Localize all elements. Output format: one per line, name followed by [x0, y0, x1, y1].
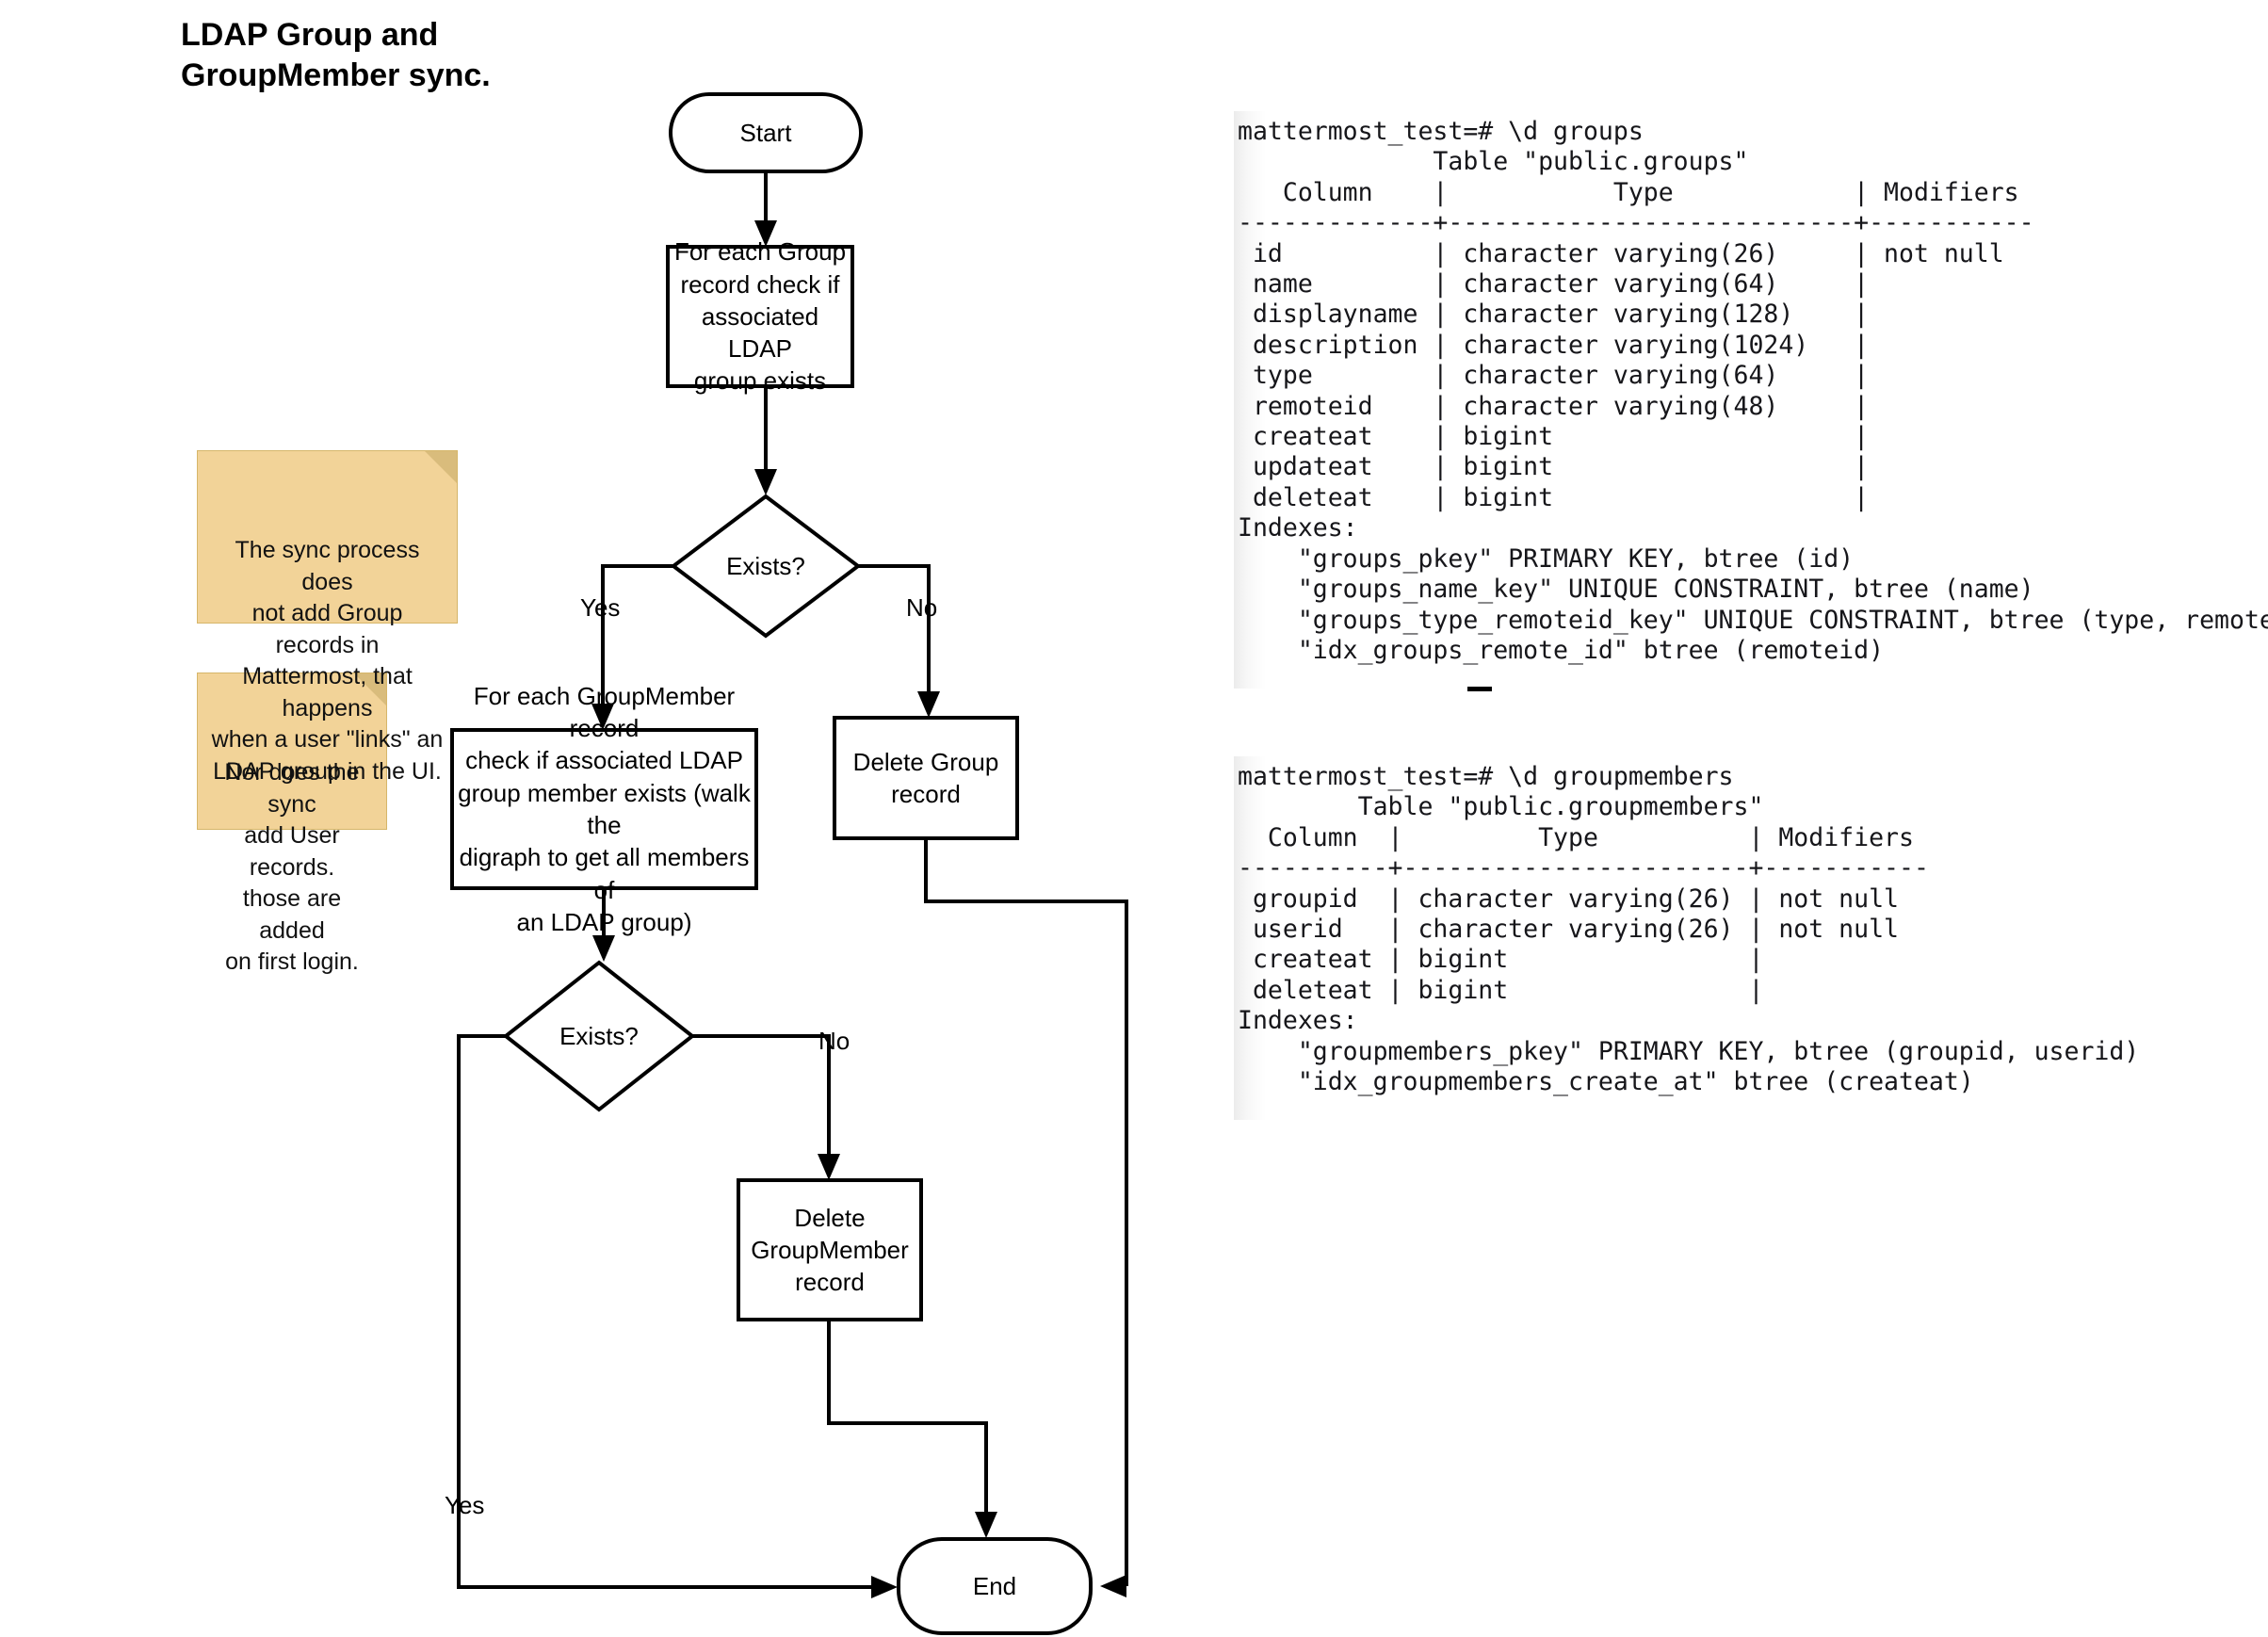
node-end-shape[interactable]: [897, 1537, 1093, 1635]
edge-exists-group-no: [858, 564, 931, 702]
edge-label-member-yes: Yes: [445, 1491, 485, 1519]
node-exists-member-label: Exists?: [559, 1021, 639, 1050]
arrowhead-exists-member-no: [818, 1154, 840, 1180]
terminal-cursor-artifact: [1467, 687, 1492, 691]
sticky-note-user-records: Nor does the sync add User records. thos…: [197, 673, 387, 975]
sticky-note-text: Nor does the sync add User records. thos…: [224, 759, 360, 975]
sticky-note-text: The sync process does not add Group reco…: [211, 537, 444, 785]
edge-delete-groupmember-to-end: [827, 1320, 988, 1523]
node-start-label: Start: [739, 118, 792, 147]
arrowhead-exists-group-no: [917, 691, 940, 718]
arrowhead-exists-member-yes: [871, 1576, 898, 1598]
arrowhead-delete-groupmember-to-end: [975, 1512, 997, 1538]
edge-exists-group-yes: [601, 564, 673, 714]
node-check-groupmember-shape[interactable]: [450, 728, 758, 890]
edge-delete-group-to-end: [924, 838, 1128, 1586]
edge-label-member-no: No: [818, 1027, 850, 1055]
node-exists-group-shape[interactable]: [670, 494, 862, 639]
node-start-shape[interactable]: [669, 92, 863, 173]
edge-exists-member-no: [692, 1034, 831, 1164]
node-delete-groupmember-shape[interactable]: [737, 1178, 923, 1321]
terminal-groupmembers-table: mattermost_test=# \d groupmembers Table …: [1234, 756, 2139, 1121]
sticky-fold-corner-icon: [354, 673, 386, 705]
arrowhead-delete-group-to-end: [1100, 1575, 1126, 1597]
arrowhead-check-group-to-exists: [754, 469, 777, 495]
node-delete-groupmember-label: Delete GroupMember record: [751, 1203, 909, 1297]
node-check-groupmember-label: For each GroupMember record check if ass…: [458, 681, 751, 936]
node-exists-member-shape[interactable]: [502, 960, 696, 1112]
edge-exists-member-yes: [457, 1034, 882, 1589]
node-delete-group-label: Delete Group record: [852, 747, 999, 808]
edge-label-group-yes: Yes: [580, 593, 621, 622]
edge-label-group-no: No: [906, 593, 938, 622]
node-delete-group-shape[interactable]: [833, 716, 1019, 840]
node-exists-group-label: Exists?: [726, 551, 805, 580]
sticky-note-group-records: The sync process does not add Group reco…: [197, 450, 458, 785]
arrowhead-exists-group-yes: [591, 704, 614, 730]
arrowhead-check-groupmember-to-exists: [592, 935, 615, 962]
terminal-groups-table: mattermost_test=# \d groups Table "publi…: [1234, 111, 2268, 689]
node-check-group-label: For each Group record check if associate…: [673, 237, 847, 396]
arrowhead-start-to-check-group: [754, 220, 777, 247]
node-end-label: End: [972, 1571, 1017, 1600]
page-title: LDAP Group and GroupMember sync.: [181, 17, 491, 93]
sticky-fold-corner-icon: [425, 451, 457, 483]
node-check-group-shape[interactable]: [666, 245, 854, 388]
